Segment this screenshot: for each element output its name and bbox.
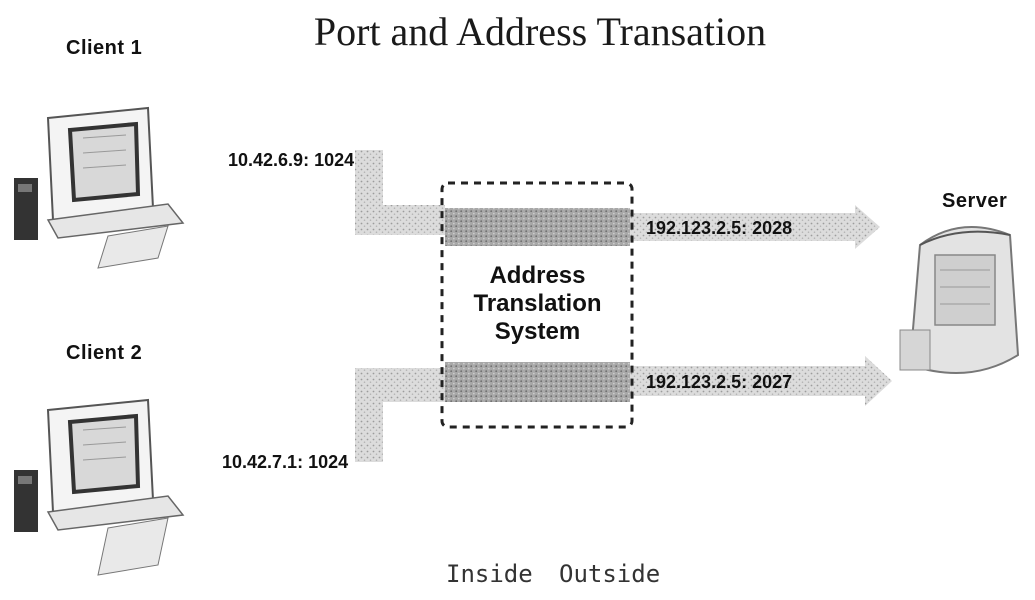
client-1-label: Client 1 <box>66 37 143 59</box>
server-label: Server <box>942 190 1008 212</box>
outside-address-1: 192.123.2.5: 2028 <box>646 218 793 238</box>
client1-flow-arrow <box>355 150 880 249</box>
client2-flow-arrow <box>355 356 892 462</box>
client-1-address: 10.42.6.9: 1024 <box>228 150 355 170</box>
translation-label-line: Translation <box>473 290 602 317</box>
diagram-title: Port and Address Transation <box>313 9 767 54</box>
outside-address-2: 192.123.2.5: 2027 <box>646 372 793 392</box>
translation-system-box <box>440 181 634 429</box>
client-2-address: 10.42.7.1: 1024 <box>222 452 349 472</box>
translation-label-line: System <box>494 318 581 345</box>
server-tower-icon <box>899 226 1020 374</box>
translation-system-label: Address Translation System <box>445 262 630 346</box>
inside-zone-label: Inside <box>446 560 533 588</box>
client-2-label: Client 2 <box>66 342 143 364</box>
translation-label-line: Address <box>489 262 586 289</box>
desktop-computer-icon <box>14 398 185 576</box>
outside-zone-label: Outside <box>559 560 661 588</box>
desktop-computer-icon <box>14 106 185 269</box>
